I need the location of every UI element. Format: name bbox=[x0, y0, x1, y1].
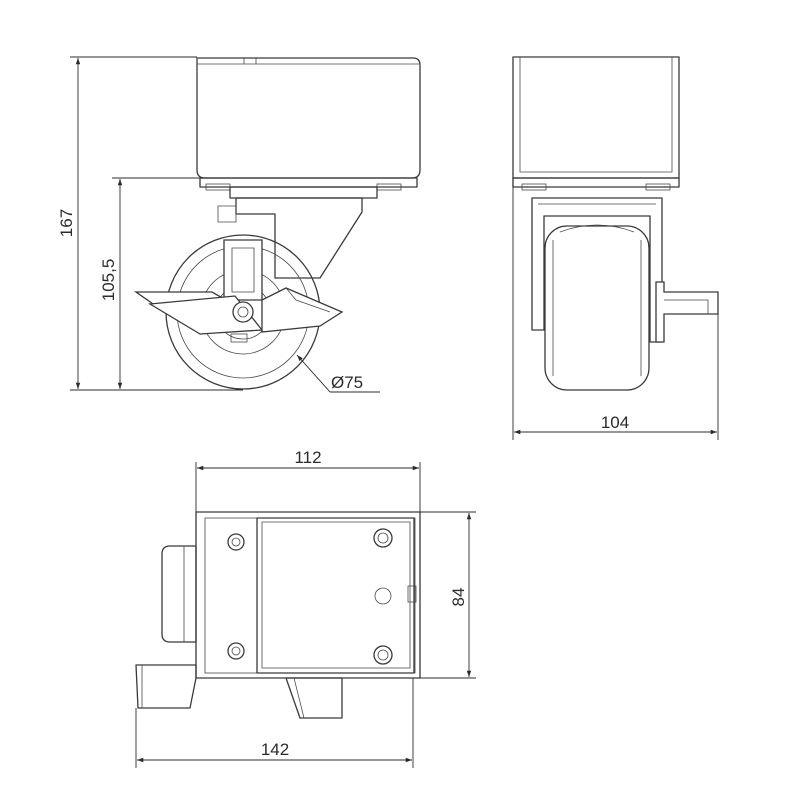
dim-top-overall: 142 bbox=[261, 740, 289, 759]
dim-top-depth: 84 bbox=[449, 588, 468, 607]
dim-total-height: 167 bbox=[57, 209, 76, 237]
side-view-dimensions: 104 bbox=[512, 178, 719, 440]
side-view bbox=[512, 56, 719, 391]
top-view-dimensions: 112 84 142 bbox=[135, 448, 476, 768]
dim-wheel-diameter: Ø75 bbox=[331, 373, 363, 392]
front-view-dimensions: 167 105,5 Ø75 bbox=[57, 56, 380, 393]
dim-top-width: 112 bbox=[294, 448, 321, 467]
dim-mount-height: 105,5 bbox=[99, 259, 118, 302]
front-view bbox=[133, 57, 421, 390]
dim-side-width: 104 bbox=[601, 413, 629, 432]
top-view bbox=[135, 511, 421, 719]
